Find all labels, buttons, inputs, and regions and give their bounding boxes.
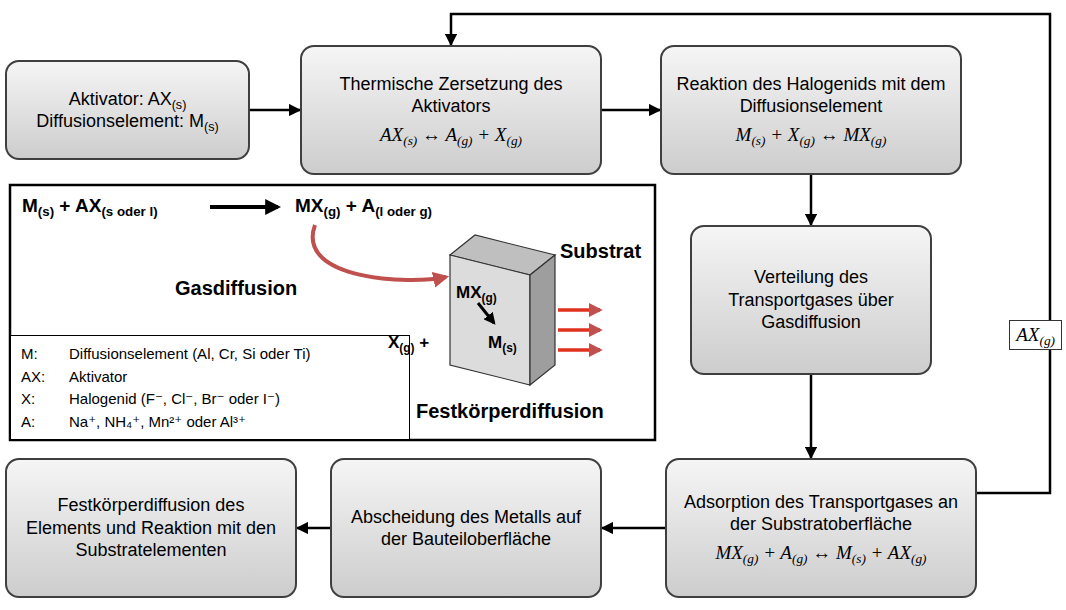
flow-arrow xyxy=(602,109,660,112)
process-box: Verteilung des Transportgases über Gasdi… xyxy=(690,225,932,375)
process-box: Festkörperdiffusion des Elements und Rea… xyxy=(5,458,297,598)
legend-key: A: xyxy=(21,412,69,432)
step-text: Aktivator: AX(s) xyxy=(36,88,218,111)
flow-arrow xyxy=(602,527,665,530)
step-text: Verteilung des Transportgases über Gasdi… xyxy=(704,266,918,334)
legend-value: Diffusionselement (Al, Cr, Si oder Ti) xyxy=(69,344,399,364)
text-group: Festkörperdiffusion des Elements und Rea… xyxy=(19,494,283,562)
step-text: Diffusionselement: M(s) xyxy=(36,110,218,133)
text-group: Reaktion des Halogenids mit dem Diffusio… xyxy=(674,73,948,148)
diffusion-label: Gasdiffusion xyxy=(175,277,297,300)
species-label: MX(g) xyxy=(456,283,497,303)
gas-diffusion-arrow xyxy=(313,225,446,280)
step-text: Festkörperdiffusion des Elements und Rea… xyxy=(19,494,283,562)
process-box: Aktivator: AX(s)Diffusionselement: M(s) xyxy=(5,60,250,160)
step-text: Thermische Zersetzung des Aktivators xyxy=(314,73,588,118)
edge-label: AX(g) xyxy=(1009,320,1062,351)
inset-frame xyxy=(10,185,655,440)
flow-arrow xyxy=(297,527,330,530)
part-name: Substrat xyxy=(560,240,641,263)
reaction-equation: MX(g) + A(l oder g) xyxy=(295,195,432,217)
species-label: X(g) + xyxy=(388,333,429,353)
legend-table: M:Diffusionselement (Al, Cr, Si oder Ti)… xyxy=(10,335,410,440)
legend-key: M: xyxy=(21,344,69,364)
flow-arrow xyxy=(810,175,813,225)
process-box: Reaktion des Halogenids mit dem Diffusio… xyxy=(660,45,962,175)
flow-arrow xyxy=(810,375,813,458)
process-box: Adsorption des Transportgases an der Sub… xyxy=(665,458,977,598)
legend-value: Na⁺, NH₄⁺, Mn²⁺ oder Al³⁺ xyxy=(69,412,399,432)
reaction-arrow xyxy=(210,205,278,209)
text-group: Verteilung des Transportgases über Gasdi… xyxy=(704,266,918,334)
step-text: Adsorption des Transportgases an der Sub… xyxy=(679,491,963,536)
legend-value: Aktivator xyxy=(69,367,399,387)
reaction-equation: M(s) + X(g) ↔ MX(g) xyxy=(674,122,948,148)
step-text: Reaktion des Halogenids mit dem Diffusio… xyxy=(674,73,948,118)
legend-key: X: xyxy=(21,389,69,409)
text-group: Adsorption des Transportgases an der Sub… xyxy=(679,491,963,566)
process-box: Thermische Zersetzung des AktivatorsAX(s… xyxy=(300,45,602,175)
reaction-equation: MX(g) + A(g) ↔ M(s) + AX(g) xyxy=(679,540,963,566)
diffusion-label: Festkörperdiffusion xyxy=(416,400,604,423)
reaction-equation: AX(s) ↔ A(g) + X(g) xyxy=(314,122,588,148)
step-text: Abscheidung des Metalls auf der Bauteilo… xyxy=(344,506,588,551)
text-group: Aktivator: AX(s)Diffusionselement: M(s) xyxy=(36,88,218,133)
legend-value: Halogenid (F⁻, Cl⁻, Br⁻ oder I⁻) xyxy=(69,389,399,409)
adsorption-arrow xyxy=(478,303,494,323)
solid-diffusion-arrows xyxy=(558,310,600,350)
flow-arrow xyxy=(250,109,300,112)
process-box: Abscheidung des Metalls auf der Bauteilo… xyxy=(330,458,602,598)
text-group: Thermische Zersetzung des AktivatorsAX(s… xyxy=(314,73,588,148)
reaction-equation: M(s) + AX(s oder l) xyxy=(22,195,158,217)
species-label: M(s) xyxy=(488,333,517,353)
legend-key: AX: xyxy=(21,367,69,387)
text-group: Abscheidung des Metalls auf der Bauteilo… xyxy=(344,506,588,551)
substrate-block xyxy=(450,235,555,385)
